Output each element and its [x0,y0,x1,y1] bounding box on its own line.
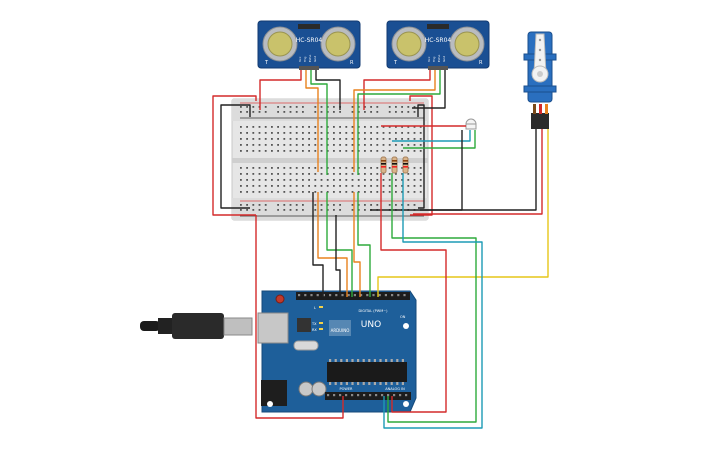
wire-orange-arduino-d1 [317,192,348,297]
wire-black-rail-left [220,104,251,209]
wire-green-analog [387,173,477,423]
sensor-left-corner-t: T [264,60,269,66]
wire-orange-sensor-left-trig [305,70,319,172]
sensor-right-pin-echo: Echo [437,55,441,62]
wire-red-analog [380,173,447,413]
wire-teal-analog [383,173,483,429]
wire-green-led [403,130,476,149]
sensor-left-corner-r: R [350,60,354,66]
wire-black-rail-right [417,104,425,209]
sensor-right-pin-vcc: Vcc [427,56,431,62]
wire-red-servo [413,129,543,215]
wire-yellow-servo [377,129,549,297]
wire-black-sensor-left-gnd [315,70,341,110]
wire-black-arduino-gnd-2 [335,215,341,297]
wire-red-sensor-left-vcc [259,70,302,110]
led-label-tx: TX [311,322,317,326]
wire-red-arduino-5v [255,215,344,419]
wire-red-rail-right [409,95,433,216]
led-label-l: L [314,306,316,310]
sensor-left-pin-gnd: Gnd [313,56,317,62]
on-label: ON [400,315,406,319]
sensor-right-corner-t: T [393,60,398,66]
digital-header-pins [298,294,406,297]
ultrasonic-sensor-right: HC-SR04 T R Vcc Trig Echo Gnd [386,20,490,70]
wire-red-sensor-right-vcc [363,70,431,110]
ultrasonic-sensor-left: HC-SR04 T R Vcc Trig Echo Gnd [257,20,361,70]
analog-label: ANALOG IN [385,387,405,391]
usb-cable [140,313,253,339]
wire-green-sensor-right-echo [357,70,441,175]
sensor-right-label: HC-SR04 [425,37,452,44]
arduino-logo: UNO [361,320,381,330]
arduino-uno: ARDUINO UNO DIGITAL (PWM~) POWER ANALOG … [257,290,417,413]
led-label-rx: RX [312,328,317,332]
power-label: POWER [340,387,354,391]
wire-orange-sensor-right-trig [353,70,436,172]
wire-teal-led [392,130,471,142]
sensor-left-pin-vcc: Vcc [298,56,302,62]
wire-green-arduino-d2 [326,192,353,297]
sensor-left-pin-echo: Echo [308,55,312,62]
digital-label: DIGITAL (PWM~) [358,309,388,313]
wire-black-servo [420,129,537,211]
sensor-right-corner-r: R [479,60,483,66]
wires [212,70,549,429]
resistor-3 [402,156,409,174]
arduino-brand: ARDUINO [331,328,350,333]
wire-orange-arduino-d3 [353,192,361,297]
sensor-left-pin-trig: Trig [303,57,307,63]
resistor-2 [391,156,398,174]
wire-green-arduino-d4 [357,192,371,297]
breadboard [231,98,429,221]
wire-black-arduino-gnd [312,192,324,297]
servo-motor [523,31,557,129]
sensor-right-pin-trig: Trig [432,57,436,63]
resistor-1 [380,156,387,174]
wire-green-sensor-left-echo [310,70,328,175]
sensor-right-pin-gnd: Gnd [442,56,446,62]
resistors [380,156,409,174]
rgb-led [465,118,477,130]
wire-black-sensor-right-gnd [412,70,446,109]
wire-red-rail-left [212,95,257,216]
sensor-left-label: HC-SR04 [296,37,323,44]
analog-power-header-pins [327,394,408,397]
ic-pins [329,359,404,385]
